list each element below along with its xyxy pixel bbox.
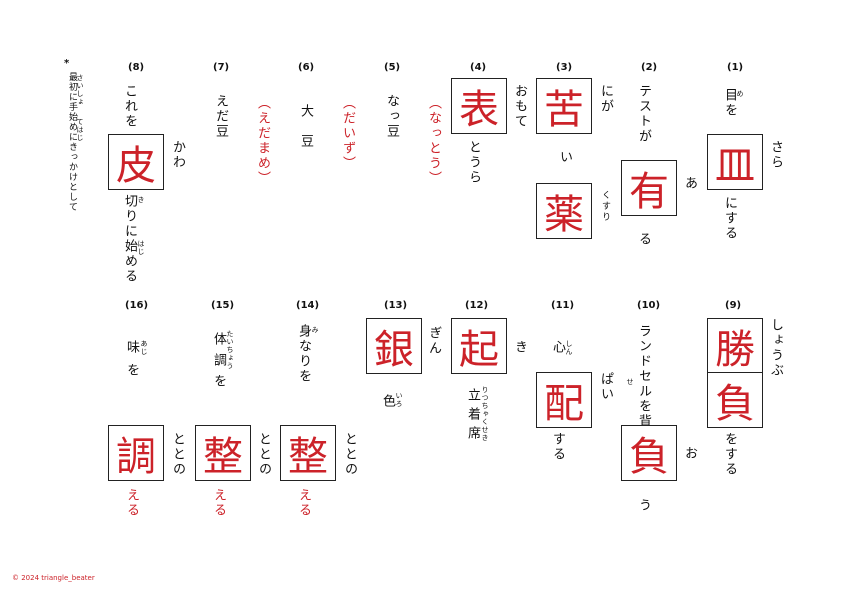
q6-text: 大 豆 xyxy=(298,104,313,149)
q11-kanji-box: 配 xyxy=(536,372,592,428)
q10-reading: お xyxy=(682,446,697,461)
q13-post: 色 xyxy=(380,394,395,409)
q11-pre: 心 xyxy=(550,340,565,355)
q15-post: える xyxy=(211,488,226,518)
q2-extra: くすり xyxy=(600,190,610,223)
q7-text: えだ豆 xyxy=(213,94,228,139)
q12-kanji-box: 起 xyxy=(451,318,507,374)
q15-kanji-box: 整 xyxy=(195,425,251,481)
q9-post: をする xyxy=(722,432,737,477)
q10-furigana: せ xyxy=(626,378,634,386)
question-number-8: (8) xyxy=(128,62,145,73)
q1-pre: 目を xyxy=(722,88,737,118)
q10-post: う xyxy=(636,498,651,513)
q2-kanji-box: 有 xyxy=(621,160,677,216)
q11-furigana: しん xyxy=(565,340,573,356)
q12-reading: き xyxy=(512,340,527,355)
question-number-9: (9) xyxy=(725,300,742,311)
q8-pre: これを xyxy=(122,84,137,129)
q11-post: する xyxy=(550,432,565,462)
q9-kanji2-box: 負 xyxy=(707,372,763,428)
q1-furigana: め xyxy=(736,90,744,98)
q8-furigana-haji: はじ xyxy=(137,240,145,256)
question-number-3: (3) xyxy=(556,62,573,73)
q15-furigana: たいちょう xyxy=(226,330,234,370)
question-number-14: (14) xyxy=(296,300,320,311)
q13-reading: ぎん xyxy=(426,326,441,356)
q3-kanji1-box: 苦 xyxy=(536,78,592,134)
q8-reading: かわ xyxy=(170,140,185,170)
q12-furigana: りつちゃくせき xyxy=(481,386,489,442)
q2-post: る xyxy=(636,232,651,247)
q14-reading: ととの xyxy=(342,432,357,477)
copyright-footer: © 2024 triangle_beater xyxy=(12,574,95,582)
question-number-11: (11) xyxy=(551,300,575,311)
q14-kanji-box: 整 xyxy=(280,425,336,481)
question-number-7: (7) xyxy=(213,62,230,73)
q5-answer: （だいず） xyxy=(340,96,355,171)
q8-furigana-ki: き xyxy=(137,196,145,204)
q14-furigana: み xyxy=(311,326,319,334)
q9-kanji1-box: 勝 xyxy=(707,318,763,374)
question-number-15: (15) xyxy=(211,300,235,311)
q15-reading: ととの xyxy=(256,432,271,477)
q16-pre: 味を xyxy=(124,340,139,386)
q14-post: える xyxy=(296,488,311,518)
q10-pre: ランドセルを背 xyxy=(636,324,651,429)
q1-post: にする xyxy=(722,196,737,241)
q16-kanji-box: 調 xyxy=(108,425,164,481)
q1-reading: さら xyxy=(768,140,783,170)
q4-kanji-box: 表 xyxy=(451,78,507,134)
note-furigana-saisho: さいしょ xyxy=(76,74,84,106)
q4-answer: （なっとう） xyxy=(426,96,441,186)
question-number-16: (16) xyxy=(125,300,149,311)
q13-kanji-box: 銀 xyxy=(366,318,422,374)
question-number-10: (10) xyxy=(637,300,661,311)
note-text: 最初に手始めにきっかけとして xyxy=(67,72,77,212)
q16-furigana: あじ xyxy=(140,340,148,356)
question-number-12: (12) xyxy=(465,300,489,311)
q2-pre: テストが xyxy=(636,84,651,144)
q6-answer: （えだまめ） xyxy=(255,96,270,186)
q16-post: える xyxy=(124,488,139,518)
note-furigana-tehajime: てはじ xyxy=(76,118,84,142)
q15-pre: 体調を xyxy=(211,332,226,395)
q3-pre: にが xyxy=(598,84,613,114)
q4-pre: おもて xyxy=(512,84,527,129)
question-number-6: (6) xyxy=(298,62,315,73)
question-number-2: (2) xyxy=(641,62,658,73)
question-number-1: (1) xyxy=(727,62,744,73)
q8-post: 切りに始める xyxy=(122,194,137,284)
q12-post: 立着席 xyxy=(465,388,480,445)
q1-kanji-box: 皿 xyxy=(707,134,763,190)
q3-mid: い xyxy=(557,150,572,165)
q3-kanji2-box: 薬 xyxy=(536,183,592,239)
q10-reading2: ぱい xyxy=(598,372,613,402)
question-number-4: (4) xyxy=(470,62,487,73)
q4-post: とうら xyxy=(466,140,481,185)
q5-text: なっ豆 xyxy=(384,94,399,139)
note-mark: * xyxy=(64,58,70,69)
q9-reading: しょうぶ xyxy=(768,318,783,378)
question-number-5: (5) xyxy=(384,62,401,73)
question-number-13: (13) xyxy=(384,300,408,311)
q10-kanji-box: 負 xyxy=(621,425,677,481)
q14-pre: 身なりを xyxy=(296,324,311,384)
q8-kanji-box: 皮 xyxy=(108,134,164,190)
q2-reading: あ xyxy=(682,176,697,191)
q13-furigana: いろ xyxy=(395,392,403,408)
q16-reading: ととの xyxy=(170,432,185,477)
